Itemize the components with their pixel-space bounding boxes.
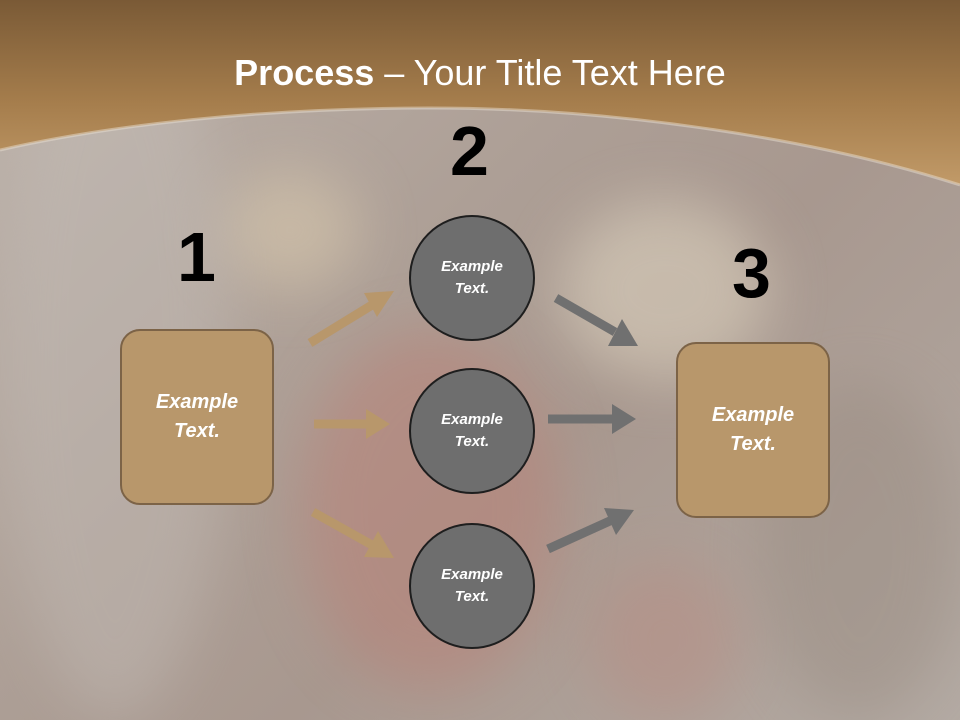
circle-bottom-label: Example Text.	[441, 565, 503, 606]
arrow-left-bottom	[310, 508, 375, 549]
arrow-left-top	[307, 301, 375, 347]
circle-middle: Example Text.	[409, 368, 535, 494]
left-text-box: Example Text.	[120, 329, 274, 505]
arrow-right-bottom-head	[604, 508, 634, 535]
background-photo	[220, 170, 360, 290]
title-rest: – Your Title Text Here	[374, 52, 726, 93]
step-number-2: 2	[450, 112, 489, 190]
arrow-right-bottom	[546, 515, 614, 554]
circle-top-label: Example Text.	[441, 257, 503, 298]
title-bold: Process	[234, 52, 375, 93]
header-band	[0, 0, 960, 187]
arrow-left-middle-head	[366, 409, 390, 439]
arrow-right-top	[553, 294, 618, 336]
slide-title: Process – Your Title Text Here	[0, 52, 960, 94]
right-text-box: Example Text.	[676, 342, 830, 518]
left-text-box-label: Example Text.	[155, 391, 239, 442]
circle-top: Example Text.	[409, 215, 535, 341]
arrow-left-top-head	[364, 291, 394, 317]
arrow-left-bottom-head	[364, 531, 394, 558]
step-number-3: 3	[732, 234, 771, 312]
circle-bottom: Example Text.	[409, 523, 535, 649]
arrow-right-top-head	[608, 319, 638, 346]
right-text-box-label: Example Text.	[711, 404, 795, 455]
background-photo	[590, 560, 740, 720]
step-number-1: 1	[177, 218, 216, 296]
circle-middle-label: Example Text.	[441, 410, 503, 451]
arrow-right-middle-head	[612, 404, 636, 434]
